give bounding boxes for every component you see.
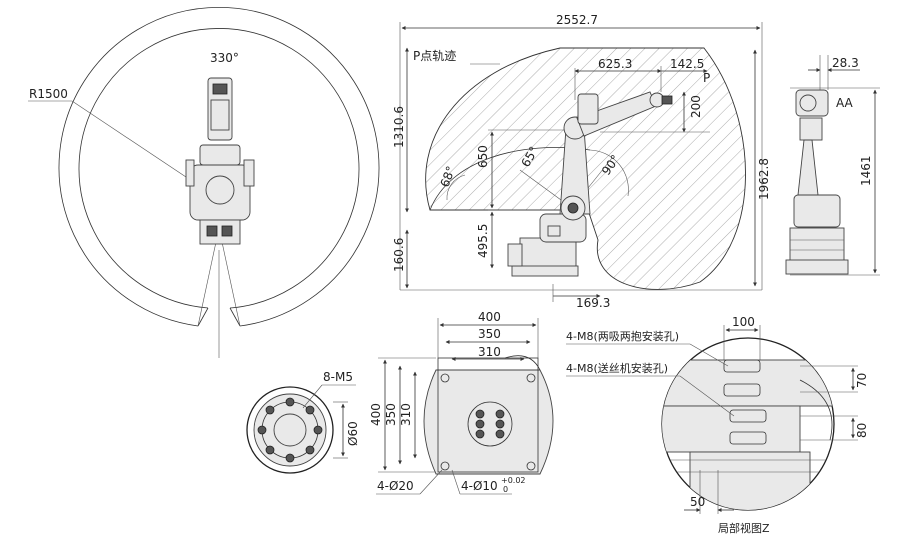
- detail-z-view: 100 4-M8(两吸两抱安装孔) 4-M8(送丝机安装孔) 70 80 50 …: [566, 315, 869, 535]
- flange-holes: [257, 397, 323, 463]
- angle-330-label: 330°: [210, 51, 239, 65]
- dim-base-offset: 169.3: [576, 296, 610, 310]
- base-width-350: 350: [478, 327, 501, 341]
- outer-envelope: [58, 6, 380, 327]
- front-view: 28.3 AA 1461: [785, 55, 880, 276]
- point-p: P: [703, 71, 710, 85]
- radius-label: R1500: [29, 87, 68, 101]
- robot-front-silhouette: [785, 89, 849, 275]
- flange-aa-label: AA: [836, 96, 854, 110]
- flange-view: 8-M5 Ø60: [246, 370, 360, 474]
- detail-width-100: 100: [732, 315, 755, 329]
- detail-holes-b: 4-M8(送丝机安装孔): [566, 361, 668, 375]
- base-height-310: 310: [399, 403, 413, 426]
- center-bolts: [475, 409, 505, 439]
- base-width-400: 400: [478, 310, 501, 324]
- flange-holes-label: 8-M5: [323, 370, 353, 384]
- robot-side-silhouette: [507, 91, 673, 277]
- detail-caption: 局部视图Z: [718, 521, 770, 535]
- dim-height-total: 1962.8: [757, 158, 771, 200]
- dim-shoulder: 495.5: [476, 224, 490, 258]
- base-pins-label: 4-Ø10: [461, 479, 498, 493]
- flange-diameter: Ø60: [346, 421, 360, 446]
- dim-offset-28: 28.3: [832, 56, 859, 70]
- base-tol-plus: +0.02: [501, 476, 526, 485]
- base-holes-label: 4-Ø20: [377, 479, 414, 493]
- base-width-310: 310: [478, 345, 501, 359]
- dim-wrist: 142.5: [670, 57, 704, 71]
- detail-holes-a: 4-M8(两吸两抱安装孔): [566, 329, 679, 343]
- dim-height-upper: 1310.6: [392, 106, 406, 148]
- detail-width-50: 50: [690, 495, 705, 509]
- base-tol-zero: 0: [503, 485, 508, 494]
- base-height-350: 350: [384, 403, 398, 426]
- detail-height-70: 70: [855, 373, 869, 388]
- flange-outer: [246, 386, 334, 474]
- base-plate-view: 400 350 310 400 350 310 4-Ø20 4-Ø10 +0.0…: [369, 310, 554, 495]
- angle-68: 68°: [438, 164, 458, 189]
- base-height-400: 400: [369, 403, 383, 426]
- robot-top-silhouette: [185, 77, 255, 245]
- detail-height-80: 80: [855, 423, 869, 438]
- dim-forearm: 625.3: [598, 57, 632, 71]
- dim-width-total: 2552.7: [556, 13, 598, 27]
- inner-envelope: [78, 28, 360, 309]
- top-view: R1500 330°: [28, 6, 380, 358]
- dim-elbow: 650: [476, 145, 490, 168]
- trajectory-label: P点轨迹: [413, 49, 456, 63]
- dim-wrist-drop: 200: [689, 95, 703, 118]
- dim-height-1461: 1461: [859, 155, 873, 186]
- side-view: 2552.7 1310.6 160.6 1962.8 169.3 625.3 1…: [392, 13, 771, 310]
- dim-height-base: 160.6: [392, 238, 406, 272]
